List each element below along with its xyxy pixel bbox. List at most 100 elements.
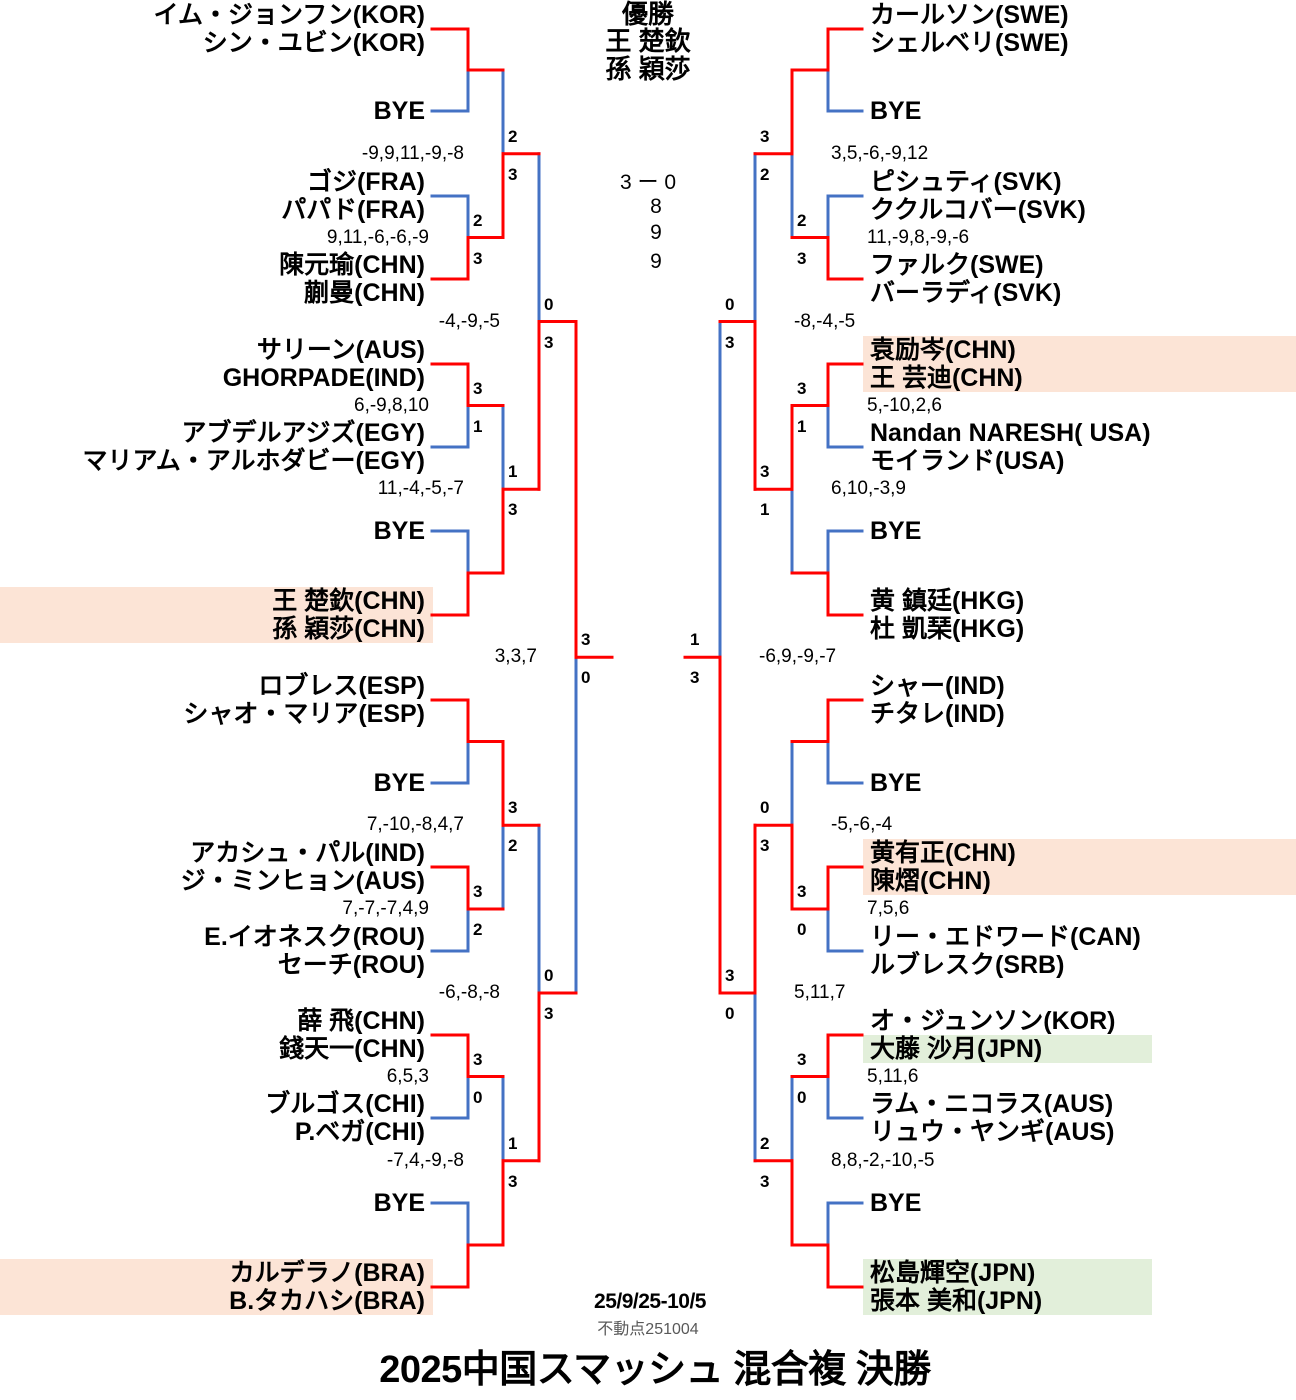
game-scores: -7,4,-9,-8 <box>386 1149 464 1171</box>
player-name: イム・ジョンフン(KOR) <box>153 1 425 29</box>
set-score-bottom: 3 <box>508 164 518 184</box>
highlight-band <box>0 587 433 615</box>
game-scores: 7,-10,-8,4,7 <box>366 814 464 836</box>
set-score-bottom: 3 <box>544 332 554 352</box>
game-scores: 7,5,6 <box>867 898 910 919</box>
highlight-band <box>863 1287 1152 1315</box>
set-score-top: 3 <box>797 1049 807 1069</box>
bye-label: BYE <box>870 769 922 797</box>
set-score-top: 3 <box>725 966 735 985</box>
game-scores: 6,5,3 <box>386 1065 429 1087</box>
tournament-dates: 25/9/25-10/5 <box>594 1290 706 1313</box>
set-score-bottom: 1 <box>797 416 807 436</box>
bye-label: BYE <box>870 1189 922 1217</box>
player-name: 孫 穎莎(CHN) <box>272 615 425 643</box>
player-name: カールソン(SWE) <box>870 1 1069 29</box>
set-score-top: 0 <box>725 294 735 314</box>
set-score-bottom: 3 <box>725 332 735 352</box>
game-scores: -4,-9,-5 <box>438 310 500 332</box>
player-name: ルブレスク(SRB) <box>870 951 1065 979</box>
player-name: サリーン(AUS) <box>256 336 425 364</box>
highlight-band <box>863 1259 1152 1287</box>
game-scores: 5,11,7 <box>794 982 846 1003</box>
set-score-top: 2 <box>473 210 483 230</box>
player-name: ククルコバー(SVK) <box>870 196 1086 224</box>
player-name: ロブレス(ESP) <box>258 672 425 700</box>
player-name: ジ・ミンヒョン(AUS) <box>180 867 425 895</box>
highlight-band <box>863 839 1296 867</box>
player-name: アブデルアジズ(EGY) <box>181 419 425 447</box>
set-score-top: 2 <box>508 126 518 146</box>
game-scores: 5,11,6 <box>867 1065 919 1087</box>
final-game-score: 9 <box>650 221 662 244</box>
player-name: シャオ・マリア(ESP) <box>183 700 425 728</box>
set-score-top: 1 <box>690 630 700 650</box>
player-name: 錢天一(CHN) <box>279 1035 425 1063</box>
player-name: 大藤 沙月(JPN) <box>870 1035 1043 1063</box>
final-game-score: 8 <box>650 195 662 218</box>
set-score-top: 3 <box>797 882 807 901</box>
player-name: シャー(IND) <box>870 672 1005 700</box>
bye-label: BYE <box>373 97 425 125</box>
set-score-bottom: 0 <box>797 920 807 939</box>
set-score-bottom: 0 <box>581 668 591 688</box>
game-scores: 11,-9,8,-9,-6 <box>867 226 970 248</box>
player-name: Nandan NARESH( USA) <box>870 419 1151 447</box>
set-score-top: 2 <box>760 1133 770 1153</box>
highlight-band <box>863 867 1296 895</box>
game-scores: -9,9,11,-9,-8 <box>361 142 464 164</box>
ranking-note: 不動点251004 <box>597 1321 699 1338</box>
player-name: モイランド(USA) <box>870 447 1065 475</box>
player-name: 陳元瑜(CHN) <box>279 251 425 279</box>
player-name: ファルク(SWE) <box>870 251 1044 279</box>
set-score-top: 3 <box>797 378 807 398</box>
bye-label: BYE <box>870 97 922 125</box>
set-score-bottom: 3 <box>508 1171 518 1191</box>
game-scores: 3,3,7 <box>494 646 537 668</box>
player-name: バーラディ(SVK) <box>870 279 1062 307</box>
game-scores: -6,9,-9,-7 <box>759 646 837 668</box>
player-name: オ・ジュンソン(KOR) <box>870 1007 1116 1035</box>
set-score-bottom: 3 <box>797 248 807 268</box>
player-name: マリアム・アルホダビー(EGY) <box>82 447 425 475</box>
player-name: 袁励岑(CHN) <box>870 336 1016 364</box>
set-score-bottom: 3 <box>473 248 483 268</box>
highlight-band <box>0 1259 433 1287</box>
player-name: 黄 鎮廷(HKG) <box>870 587 1025 615</box>
highlight-band <box>863 364 1296 392</box>
set-score-top: 1 <box>508 462 518 482</box>
player-name: 王 楚欽(CHN) <box>272 587 425 615</box>
player-name: ゴジ(FRA) <box>306 168 425 196</box>
bye-label: BYE <box>373 769 425 797</box>
player-name: 松島輝空(JPN) <box>870 1259 1036 1287</box>
set-score-top: 3 <box>508 798 518 818</box>
set-score-top: 3 <box>473 378 483 398</box>
player-name: ブルゴス(CHI) <box>265 1090 425 1118</box>
page-title: 2025中国スマッシュ 混合複 決勝 <box>379 1349 931 1391</box>
final-game-score: 9 <box>650 250 662 273</box>
game-scores: 6,10,-3,9 <box>831 478 906 500</box>
set-score-bottom: 0 <box>725 1004 735 1023</box>
bye-label: BYE <box>373 517 425 545</box>
set-score-top: 0 <box>544 966 554 985</box>
player-name: アカシュ・パル(IND) <box>190 839 425 867</box>
set-score-bottom: 3 <box>544 1004 554 1023</box>
player-name: 張本 美和(JPN) <box>870 1287 1043 1315</box>
game-scores: -8,-4,-5 <box>794 310 856 332</box>
set-score-bottom: 1 <box>473 416 483 436</box>
set-score-top: 3 <box>581 630 591 650</box>
player-name: B.タカハシ(BRA) <box>229 1287 425 1315</box>
game-scores: 8,8,-2,-10,-5 <box>831 1149 935 1171</box>
final-set-score: 3 ー 0 <box>619 171 677 194</box>
bye-label: BYE <box>870 517 922 545</box>
player-name: シン・ユビン(KOR) <box>202 29 425 57</box>
player-name: パパド(FRA) <box>281 196 425 224</box>
set-score-bottom: 2 <box>508 836 518 856</box>
player-name: リュウ・ヤンギ(AUS) <box>870 1118 1115 1146</box>
set-score-bottom: 2 <box>473 920 483 939</box>
game-scores: 7,-7,-7,4,9 <box>342 898 429 919</box>
player-name: 王 芸迪(CHN) <box>870 364 1023 392</box>
set-score-bottom: 3 <box>760 836 770 856</box>
set-score-bottom: 3 <box>760 1171 770 1191</box>
champion-player-1: 王 楚欽 <box>605 26 691 56</box>
